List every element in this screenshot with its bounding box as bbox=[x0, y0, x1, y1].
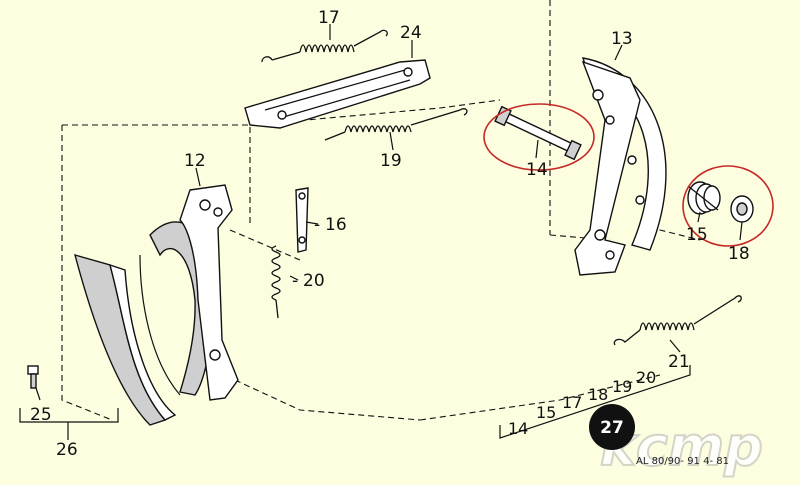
label-19: 19 bbox=[380, 151, 402, 171]
label-12: 12 bbox=[184, 151, 206, 171]
label-17: 17 bbox=[318, 8, 340, 28]
leader-lines bbox=[19, 24, 743, 440]
label-16: 16 bbox=[325, 215, 347, 235]
label-20: 20 bbox=[303, 271, 325, 291]
label-18: 18 bbox=[728, 244, 750, 264]
label-15: 15 bbox=[686, 225, 708, 245]
badge-27-text: 27 bbox=[600, 418, 624, 438]
seq-label-17: 17 bbox=[562, 393, 582, 412]
label-25: 25 bbox=[30, 405, 52, 425]
part-15-spring-cup bbox=[687, 181, 721, 215]
part-26-brake-lining bbox=[74, 253, 177, 426]
label-21: 21 bbox=[668, 352, 690, 372]
label-26: 26 bbox=[56, 440, 78, 460]
label-24: 24 bbox=[400, 23, 422, 43]
label-13: 13 bbox=[611, 29, 633, 49]
seq-label-19: 19 bbox=[612, 377, 632, 396]
badge-27: 27 bbox=[589, 404, 635, 450]
footer-code: AL 80/90- 91 4- 81 bbox=[636, 456, 729, 467]
part-20-spring bbox=[271, 245, 281, 319]
seq-label-18: 18 bbox=[588, 385, 608, 404]
label-16-dash: - bbox=[314, 215, 320, 235]
part-24-lever bbox=[244, 59, 431, 129]
part-12-brake-shoe-center bbox=[139, 184, 239, 401]
part-14-strut-pin bbox=[494, 105, 582, 161]
part-25-bolt bbox=[27, 365, 39, 389]
part-14-highlight-circle bbox=[483, 103, 595, 171]
seq-label-20: 20 bbox=[636, 368, 656, 387]
part-21-spring bbox=[613, 295, 742, 346]
label-14: 14 bbox=[526, 160, 548, 180]
label-20-dash: - bbox=[292, 271, 298, 291]
part-16-hold-down-clip bbox=[295, 187, 309, 253]
part-17-spring bbox=[261, 29, 388, 63]
seq-label-14: 14 bbox=[508, 419, 528, 438]
seq-label-15: 15 bbox=[536, 403, 556, 422]
part-19-spring bbox=[324, 108, 468, 141]
part-13-brake-shoe-right bbox=[574, 57, 667, 276]
part-15-18-highlight-circle bbox=[682, 165, 774, 247]
part-18-retainer-cap bbox=[730, 195, 754, 223]
dashed-guide-lines bbox=[61, 0, 701, 421]
